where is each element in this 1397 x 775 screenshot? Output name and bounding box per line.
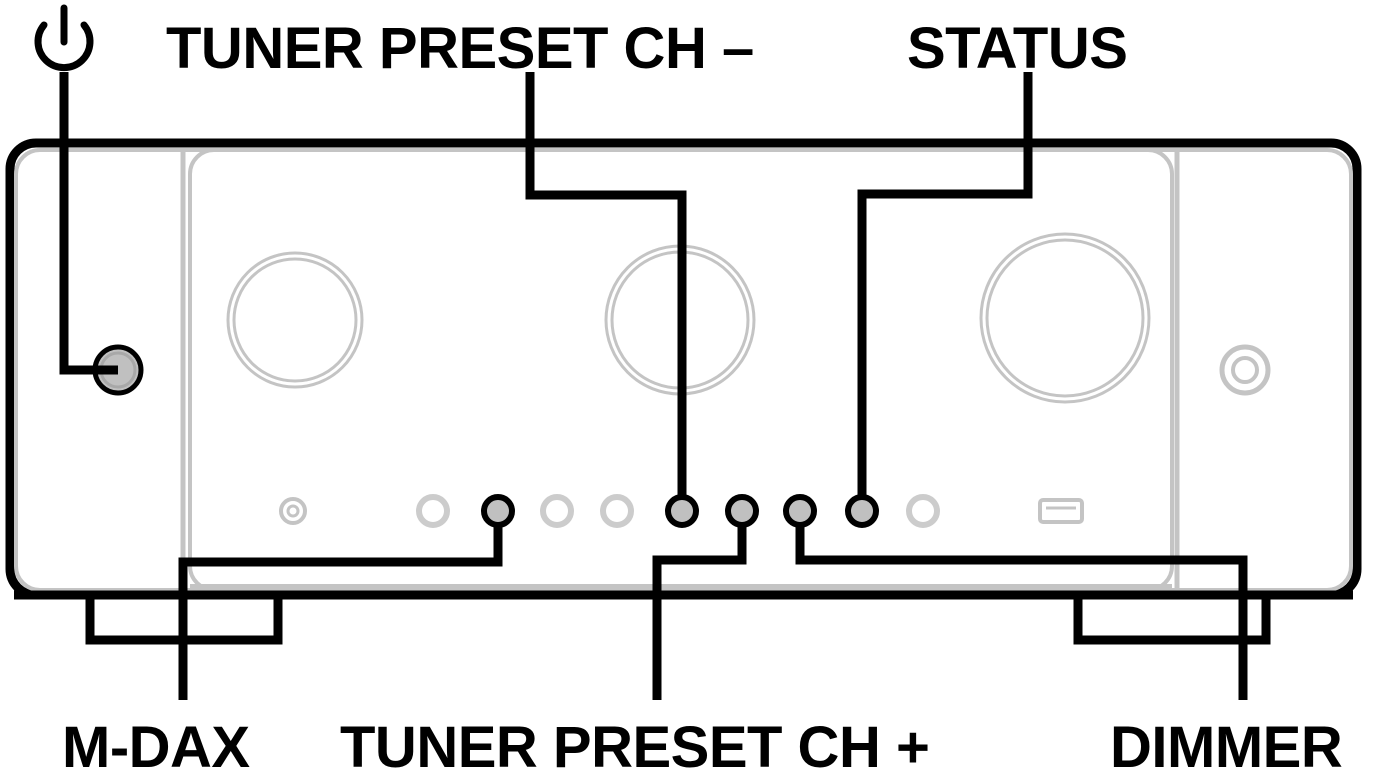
- button-m-dax[interactable]: [481, 494, 515, 528]
- callout-lines-group: [59, 72, 1248, 700]
- label-dimmer: DIMMER: [1110, 715, 1342, 775]
- knobs-group: [226, 232, 1151, 404]
- chassis-feet-group: [85, 596, 1271, 645]
- leader-status: [857, 72, 1033, 511]
- leader-power: [59, 72, 118, 375]
- button-dimmer[interactable]: [783, 494, 817, 528]
- indicator-led: [279, 497, 307, 525]
- panel-buttons-highlighted-group: [481, 494, 879, 528]
- callout-labels-group: TUNER PRESET CH – STATUS M-DAX TUNER PRE…: [62, 16, 1343, 775]
- button-3[interactable]: [540, 494, 574, 528]
- label-status: STATUS: [907, 16, 1127, 81]
- label-tuner-preset-ch-plus: TUNER PRESET CH +: [340, 715, 929, 775]
- foot-right: [1073, 596, 1271, 645]
- label-tuner-preset-ch-minus: TUNER PRESET CH –: [166, 16, 754, 81]
- button-9[interactable]: [906, 494, 940, 528]
- leader-tuner-preset-ch-plus: [652, 511, 747, 700]
- volume-knob[interactable]: [979, 232, 1151, 404]
- panel-buttons-inactive-group: [416, 494, 940, 528]
- button-tuner-preset-ch-plus[interactable]: [725, 494, 759, 528]
- leader-dimmer: [795, 511, 1248, 700]
- power-symbol-icon: [34, 4, 94, 72]
- usb-port[interactable]: [1038, 498, 1084, 524]
- faceplate-panel: [188, 148, 1174, 592]
- button-status[interactable]: [845, 494, 879, 528]
- input-selector-knob[interactable]: [226, 251, 364, 389]
- headphone-jack[interactable]: [1219, 344, 1271, 396]
- button-4[interactable]: [600, 494, 634, 528]
- button-tuner-preset-ch-minus[interactable]: [665, 494, 699, 528]
- leader-m-dax: [178, 511, 503, 700]
- label-m-dax: M-DAX: [62, 715, 250, 775]
- leader-tuner-preset-ch-minus: [525, 72, 687, 511]
- button-1[interactable]: [416, 494, 450, 528]
